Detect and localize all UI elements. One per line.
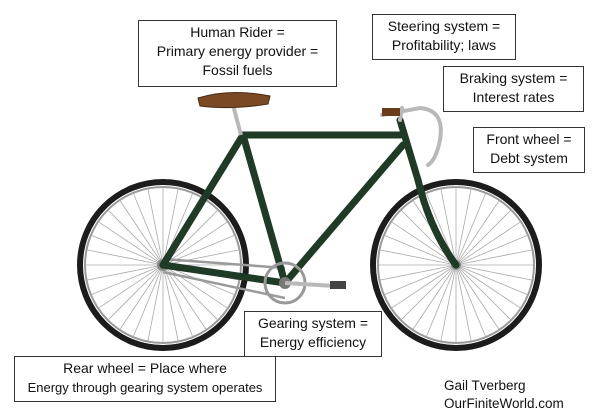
spoke	[87, 249, 164, 266]
spoke	[380, 249, 457, 266]
rear-wheel-line-1: Rear wheel = Place where	[63, 360, 227, 376]
spoke	[391, 264, 457, 309]
rear-wheel-label: Rear wheel = Place where Energy through …	[14, 356, 276, 402]
spoke	[440, 264, 457, 341]
spoke	[162, 264, 193, 337]
spoke	[147, 189, 164, 266]
rear-wheel-line-2: Energy through gearing system operates	[27, 380, 263, 395]
spoke	[455, 210, 511, 266]
spoke	[455, 221, 521, 266]
spoke	[98, 264, 164, 309]
gearing-system-label: Gearing system = Energy efficiency	[244, 311, 382, 357]
front-wheel-label: Front wheel = Debt system	[473, 127, 585, 173]
spoke	[108, 210, 164, 266]
braking-line-1: Braking system =	[459, 70, 568, 86]
spoke	[162, 264, 179, 341]
spoke	[440, 189, 457, 266]
spoke	[412, 264, 457, 330]
spoke	[384, 264, 457, 295]
spoke	[455, 264, 521, 309]
human-rider-line-3: Fossil fuels	[202, 62, 273, 78]
spoke	[98, 221, 164, 266]
handlebar	[380, 105, 443, 167]
spoke	[119, 200, 164, 266]
spoke	[426, 264, 457, 337]
saddle	[197, 91, 271, 136]
spoke	[380, 264, 457, 281]
spoke	[162, 189, 179, 266]
spoke	[455, 264, 532, 281]
spoke	[162, 249, 239, 266]
spoke	[455, 264, 528, 295]
spoke	[391, 221, 457, 266]
spoke	[133, 193, 164, 266]
front-wheel-line-2: Debt system	[490, 150, 568, 166]
spoke	[455, 193, 486, 266]
gearing-line-1: Gearing system =	[257, 315, 369, 331]
steering-line-1: Steering system =	[387, 18, 501, 34]
spoke	[108, 264, 164, 320]
chain	[162, 257, 286, 300]
spoke	[162, 264, 207, 330]
spoke	[87, 264, 164, 281]
spoke	[162, 264, 228, 309]
crankset	[263, 261, 346, 305]
author-website: OurFiniteWorld.com	[444, 396, 564, 411]
spoke	[133, 264, 164, 337]
spoke	[147, 264, 164, 341]
human-rider-label: Human Rider = Primary energy provider = …	[138, 20, 337, 87]
braking-system-label: Braking system = Interest rates	[443, 66, 584, 112]
spoke	[455, 264, 472, 341]
spoke	[91, 264, 164, 295]
human-rider-line-2: Primary energy provider =	[156, 43, 319, 59]
steering-line-2: Profitability; laws	[391, 37, 497, 53]
spoke	[455, 264, 500, 330]
spoke	[455, 264, 486, 337]
spoke	[119, 264, 164, 330]
spoke	[162, 221, 228, 266]
author-credit: Gail Tverberg OurFiniteWorld.com	[444, 377, 564, 413]
spoke	[455, 200, 500, 266]
steering-system-label: Steering system = Profitability; laws	[372, 14, 516, 60]
author-name: Gail Tverberg	[444, 378, 526, 393]
spoke	[401, 264, 457, 320]
braking-line-2: Interest rates	[472, 89, 555, 105]
human-rider-line-1: Human Rider =	[190, 24, 285, 40]
front-wheel-line-1: Front wheel =	[486, 131, 572, 147]
spoke	[455, 264, 511, 320]
spoke	[455, 189, 472, 266]
spoke	[455, 249, 532, 266]
spoke	[384, 235, 457, 266]
spoke	[455, 235, 528, 266]
spoke	[91, 235, 164, 266]
gearing-line-2: Energy efficiency	[259, 334, 367, 350]
